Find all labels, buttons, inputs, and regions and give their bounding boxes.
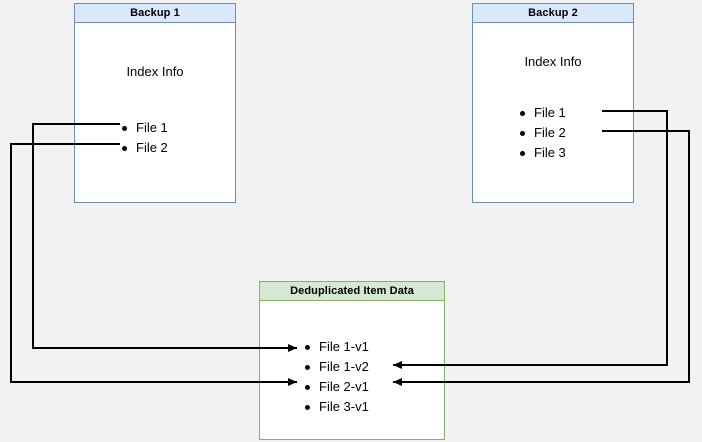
node-backup-1-file-list: File 1 File 2 [120,118,168,158]
node-backup-1-header-label: Backup 1 [130,7,180,19]
list-item: File 2-v1 [303,377,369,397]
node-backup-1-body [74,3,236,203]
list-item: File 3-v1 [303,397,369,417]
node-dedup-header-label: Deduplicated Item Data [290,285,414,297]
list-item: File 1-v1 [303,337,369,357]
list-item: File 1-v2 [303,357,369,377]
node-backup-2-header-label: Backup 2 [528,7,578,19]
list-item: File 2 [518,123,566,143]
node-backup-1-title: Index Info [126,64,184,79]
list-item: File 3 [518,143,566,163]
node-dedup-file-list: File 1-v1 File 1-v2 File 2-v1 File 3-v1 [303,337,369,417]
list-item: File 1 [120,118,168,138]
node-backup-1-header: Backup 1 [74,3,236,23]
node-backup-2-title: Index Info [524,54,582,69]
node-backup-2-header: Backup 2 [472,3,634,23]
list-item: File 1 [518,103,566,123]
node-backup-2[interactable]: Backup 2 Index Info File 1 File 2 File 3 [472,3,634,203]
list-item: File 2 [120,138,168,158]
node-dedup-header: Deduplicated Item Data [259,281,445,301]
node-deduplicated-item-data[interactable]: Deduplicated Item Data File 1-v1 File 1-… [259,281,445,440]
node-backup-2-file-list: File 1 File 2 File 3 [518,103,566,163]
node-backup-1[interactable]: Backup 1 Index Info File 1 File 2 [74,3,236,203]
